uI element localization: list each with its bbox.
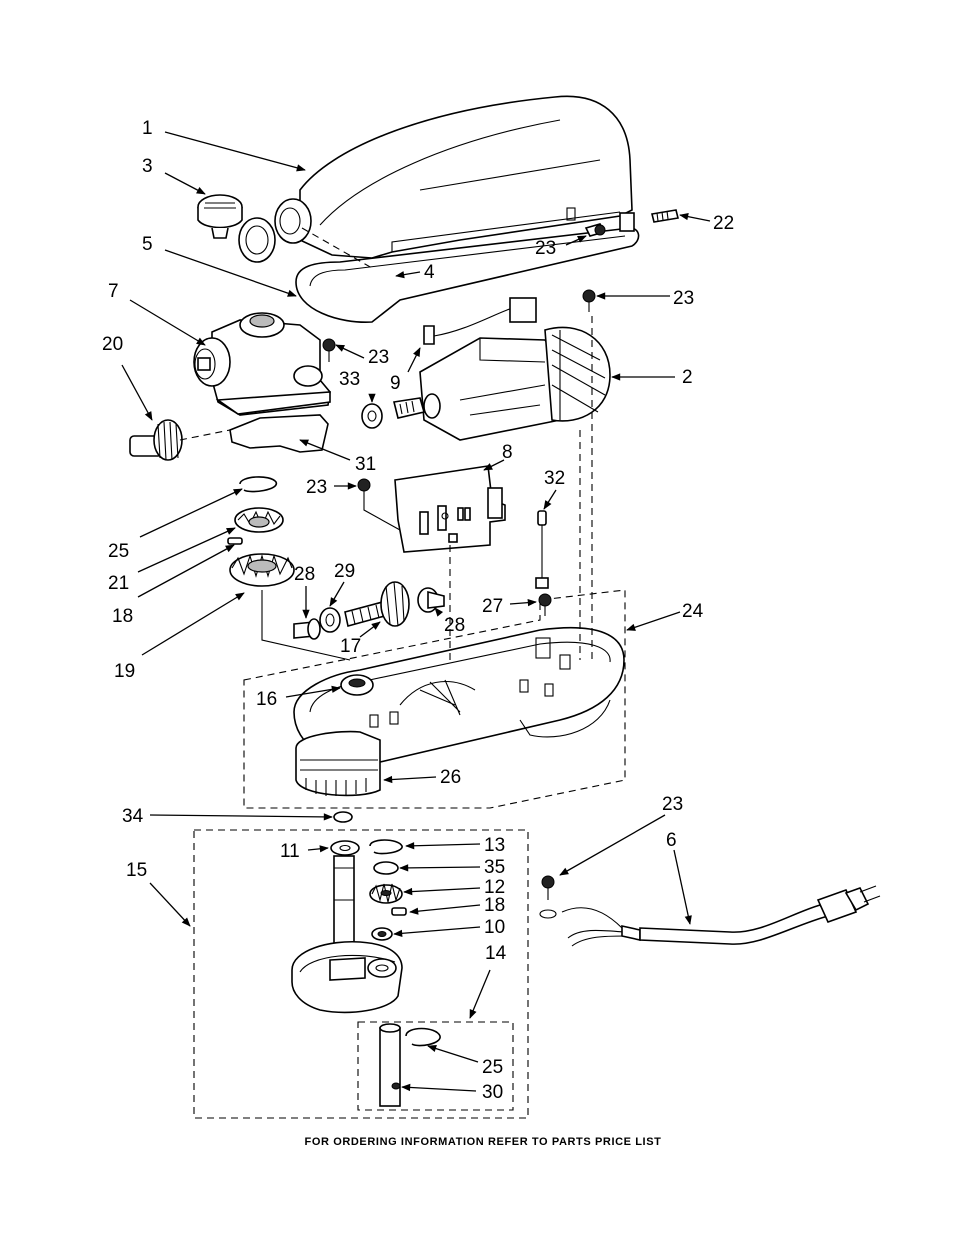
callout-16: 16 bbox=[256, 689, 277, 710]
callout-20: 20 bbox=[102, 334, 123, 355]
screw-27-part bbox=[539, 594, 551, 616]
ring-gear-26-part bbox=[296, 732, 380, 796]
retaining-ring-13-part bbox=[370, 840, 402, 854]
screw-23-head bbox=[323, 339, 335, 362]
callout-25-lower: 25 bbox=[482, 1057, 503, 1078]
callout-31: 31 bbox=[355, 454, 376, 475]
gear-case-part bbox=[194, 313, 330, 415]
callout-9: 9 bbox=[390, 373, 401, 394]
washer-11-part bbox=[331, 841, 359, 855]
callout-4: 4 bbox=[424, 262, 435, 283]
beater-shaft-14-part bbox=[380, 1024, 400, 1106]
callout-25-upper: 25 bbox=[108, 541, 129, 562]
callout-2: 2 bbox=[682, 367, 693, 388]
screw-23-cord bbox=[540, 876, 556, 918]
pin-18-lower bbox=[392, 908, 406, 915]
callout-22: 22 bbox=[713, 213, 734, 234]
callout-28-right: 28 bbox=[444, 615, 465, 636]
callout-17: 17 bbox=[340, 636, 361, 657]
motor-terminal-block bbox=[510, 298, 536, 322]
drive-gear-19-part bbox=[230, 554, 350, 660]
callout-23-upper-right: 23 bbox=[673, 288, 694, 309]
callout-3: 3 bbox=[142, 156, 153, 177]
callout-23-head: 23 bbox=[368, 347, 389, 368]
retaining-ring-25-upper bbox=[240, 477, 276, 492]
callout-27: 27 bbox=[482, 596, 503, 617]
callout-32: 32 bbox=[544, 468, 565, 489]
callout-1: 1 bbox=[142, 118, 153, 139]
callout-23-board: 23 bbox=[306, 477, 327, 498]
callout-18-lower: 18 bbox=[484, 895, 505, 916]
washer-35-part bbox=[374, 862, 398, 874]
callout-26: 26 bbox=[440, 767, 461, 788]
callout-29: 29 bbox=[334, 561, 355, 582]
pin-18-upper bbox=[228, 538, 242, 544]
callout-34: 34 bbox=[122, 806, 144, 827]
callout-30: 30 bbox=[482, 1082, 503, 1103]
callout-10: 10 bbox=[484, 917, 505, 938]
callout-6: 6 bbox=[666, 830, 677, 851]
callout-15: 15 bbox=[126, 860, 147, 881]
control-board-part bbox=[395, 466, 505, 552]
callout-14: 14 bbox=[485, 943, 507, 964]
bevel-gear-21-part bbox=[235, 508, 283, 532]
rear-screw-part bbox=[620, 210, 678, 231]
ordering-footer-note: FOR ORDERING INFORMATION REFER TO PARTS … bbox=[305, 1136, 662, 1148]
hub-cap-part bbox=[198, 195, 275, 262]
screw-23-cover bbox=[586, 224, 605, 236]
callout-23-cord: 23 bbox=[662, 794, 683, 815]
wire-lead-part bbox=[536, 511, 548, 588]
callout-24: 24 bbox=[682, 601, 704, 622]
washer-34-part bbox=[334, 812, 352, 822]
worm-gear-shaft-part bbox=[130, 420, 230, 460]
callout-13: 13 bbox=[484, 835, 505, 856]
callout-11: 11 bbox=[280, 841, 300, 862]
bearing-29-part bbox=[320, 608, 340, 632]
washer-33-part bbox=[362, 404, 382, 428]
gasket-part bbox=[230, 415, 328, 452]
washer-10-part bbox=[372, 928, 392, 940]
callout-35: 35 bbox=[484, 857, 505, 878]
callout-21: 21 bbox=[108, 573, 129, 594]
planet-gear-12-part bbox=[370, 884, 402, 903]
screw-23-board bbox=[358, 479, 370, 502]
bearing-28-right bbox=[418, 588, 444, 612]
callout-28-left: 28 bbox=[294, 564, 315, 585]
callout-18-upper: 18 bbox=[112, 606, 133, 627]
callout-23-cover: 23 bbox=[535, 238, 556, 259]
callout-5: 5 bbox=[142, 234, 153, 255]
bearing-28-left bbox=[294, 619, 320, 639]
screw-23-upper-right bbox=[583, 290, 595, 312]
worm-gear-17-part bbox=[345, 582, 409, 626]
power-cord-6-part bbox=[562, 886, 880, 946]
callout-8: 8 bbox=[502, 442, 513, 463]
callout-33: 33 bbox=[339, 369, 360, 390]
retaining-ring-25-lower bbox=[406, 1029, 440, 1046]
callout-19: 19 bbox=[114, 661, 135, 682]
callout-7: 7 bbox=[108, 281, 119, 302]
